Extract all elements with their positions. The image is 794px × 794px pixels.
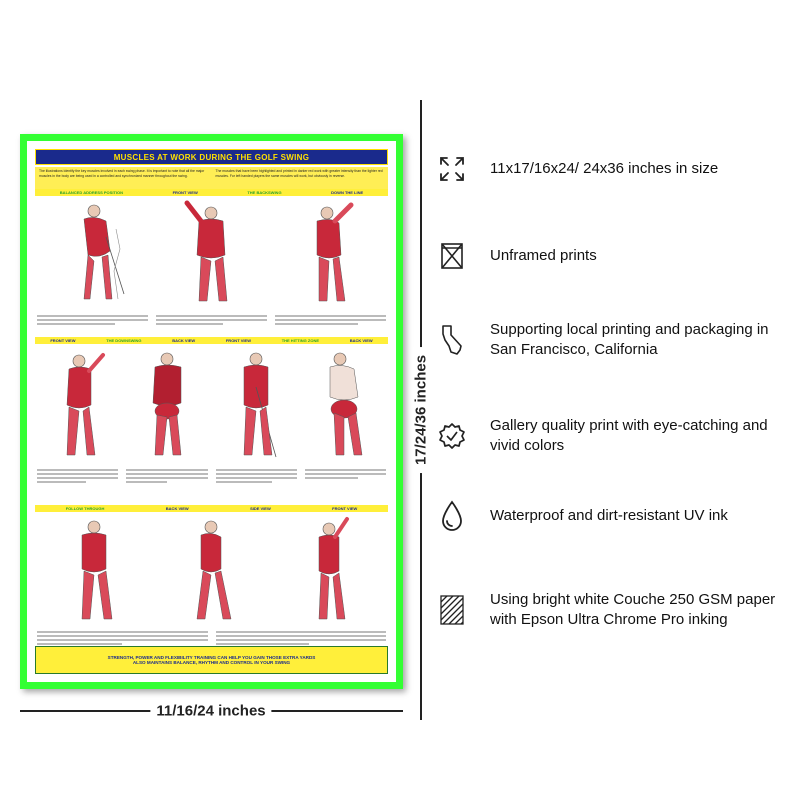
text-col xyxy=(37,629,208,647)
section-label: BACK VIEW xyxy=(172,338,196,343)
footer-line-1: STRENGTH, POWER AND FLEXIBILITY TRAINING… xyxy=(107,655,316,660)
feature-text: Unframed prints xyxy=(490,247,597,264)
poster-intro: The illustrations identify the key muscl… xyxy=(35,167,388,189)
section-bar-address-backswing: BALANCED ADDRESS POSITION FRONT VIEW THE… xyxy=(35,189,388,196)
feature-waterproof: Waterproof and dirt-resistant UV ink xyxy=(438,500,788,532)
intro-text-1: The illustrations identify the key muscl… xyxy=(39,169,146,173)
section-bar-follow-through: FOLLOW THROUGH BACK VIEW SIDE VIEW FRONT… xyxy=(35,505,388,512)
height-dimension-label: 17/24/36 inches xyxy=(412,346,430,474)
section-label: BACK VIEW xyxy=(349,338,373,343)
unframed-box-icon xyxy=(438,240,466,272)
text-col xyxy=(156,313,267,327)
feature-text: Using bright white Couche 250 GSM paper … xyxy=(490,591,776,628)
section-label: FOLLOW THROUGH xyxy=(65,506,105,511)
feature-size: 11x17/16x24/ 24x36 inches in size xyxy=(438,153,788,185)
feature-text: Waterproof and dirt-resistant UV ink xyxy=(490,507,728,524)
text-col xyxy=(215,629,386,647)
figure-address-position xyxy=(83,204,125,300)
figure-backswing-down-the-line xyxy=(316,202,354,302)
text-col xyxy=(37,313,148,327)
section-label: THE DOWNSWING xyxy=(106,338,142,343)
intro-col-right: The muscles that have been highlighted a… xyxy=(212,167,389,189)
intro-text-4: For left handed players the same muscles… xyxy=(229,174,345,178)
text-col xyxy=(275,313,386,327)
section-label: FRONT VIEW xyxy=(332,506,358,511)
section-label: THE HITTING ZONE xyxy=(281,338,320,343)
footer-line-2: ALSO MAINTAINS BALANCE, RHYTHM AND CONTR… xyxy=(132,660,291,665)
feature-text: Supporting local printing and packaging … xyxy=(490,321,769,358)
figure-row-2 xyxy=(35,347,388,462)
text-block-row2 xyxy=(37,467,386,485)
text-block-row1 xyxy=(37,313,386,327)
intro-text-2: It is important to note that all the maj… xyxy=(39,169,205,178)
section-bar-downswing-hitting: FRONT VIEW THE DOWNSWING BACK VIEW FRONT… xyxy=(35,337,388,344)
text-col xyxy=(215,467,297,485)
figure-hitting-back xyxy=(329,352,363,456)
section-label: FRONT VIEW xyxy=(50,338,76,343)
figure-downswing-back xyxy=(153,352,182,456)
figure-row-1 xyxy=(35,199,388,309)
water-drop-icon xyxy=(438,500,466,532)
text-col xyxy=(37,467,119,485)
text-col xyxy=(304,467,386,485)
section-label: THE BACKSWING xyxy=(247,190,282,195)
figure-follow-through-side xyxy=(197,520,232,620)
poster-footer: STRENGTH, POWER AND FLEXIBILITY TRAINING… xyxy=(35,646,388,674)
figure-follow-through-front xyxy=(318,517,350,620)
feature-gallery-quality: Gallery quality print with eye-catching … xyxy=(438,416,788,456)
quality-badge-icon xyxy=(438,420,466,452)
feature-text: 11x17/16x24/ 24x36 inches in size xyxy=(490,160,719,177)
california-map-icon xyxy=(438,324,466,356)
section-label: DOWN THE LINE xyxy=(331,190,364,195)
figure-row-3 xyxy=(35,515,388,625)
figure-follow-through-back xyxy=(81,520,113,620)
feature-text: Gallery quality print with eye-catching … xyxy=(490,417,768,454)
poster-title: MUSCLES AT WORK DURING THE GOLF SWING xyxy=(35,149,388,165)
poster-frame: MUSCLES AT WORK DURING THE GOLF SWING Th… xyxy=(20,134,403,689)
section-label: SIDE VIEW xyxy=(250,506,271,511)
poster-sheet: MUSCLES AT WORK DURING THE GOLF SWING Th… xyxy=(27,141,396,682)
section-label: BALANCED ADDRESS POSITION xyxy=(59,190,123,195)
intro-text-3: The muscles that have been highlighted a… xyxy=(215,169,383,178)
feature-local-printing: Supporting local printing and packaging … xyxy=(438,320,788,360)
figure-downswing-front xyxy=(66,353,106,456)
figure-hitting-front xyxy=(243,352,277,458)
figure-backswing-front xyxy=(184,200,228,302)
intro-col-left: The illustrations identify the key muscl… xyxy=(35,167,212,189)
feature-unframed: Unframed prints xyxy=(438,240,788,272)
section-label: BACK VIEW xyxy=(165,506,189,511)
paper-texture-icon xyxy=(438,594,466,626)
width-dimension-label: 11/16/24 inches xyxy=(150,702,272,720)
expand-arrows-icon xyxy=(438,153,466,185)
text-block-row3 xyxy=(37,629,386,647)
section-label: FRONT VIEW xyxy=(172,190,198,195)
section-label: FRONT VIEW xyxy=(225,338,251,343)
feature-paper: Using bright white Couche 250 GSM paper … xyxy=(438,590,788,630)
text-col xyxy=(126,467,208,485)
